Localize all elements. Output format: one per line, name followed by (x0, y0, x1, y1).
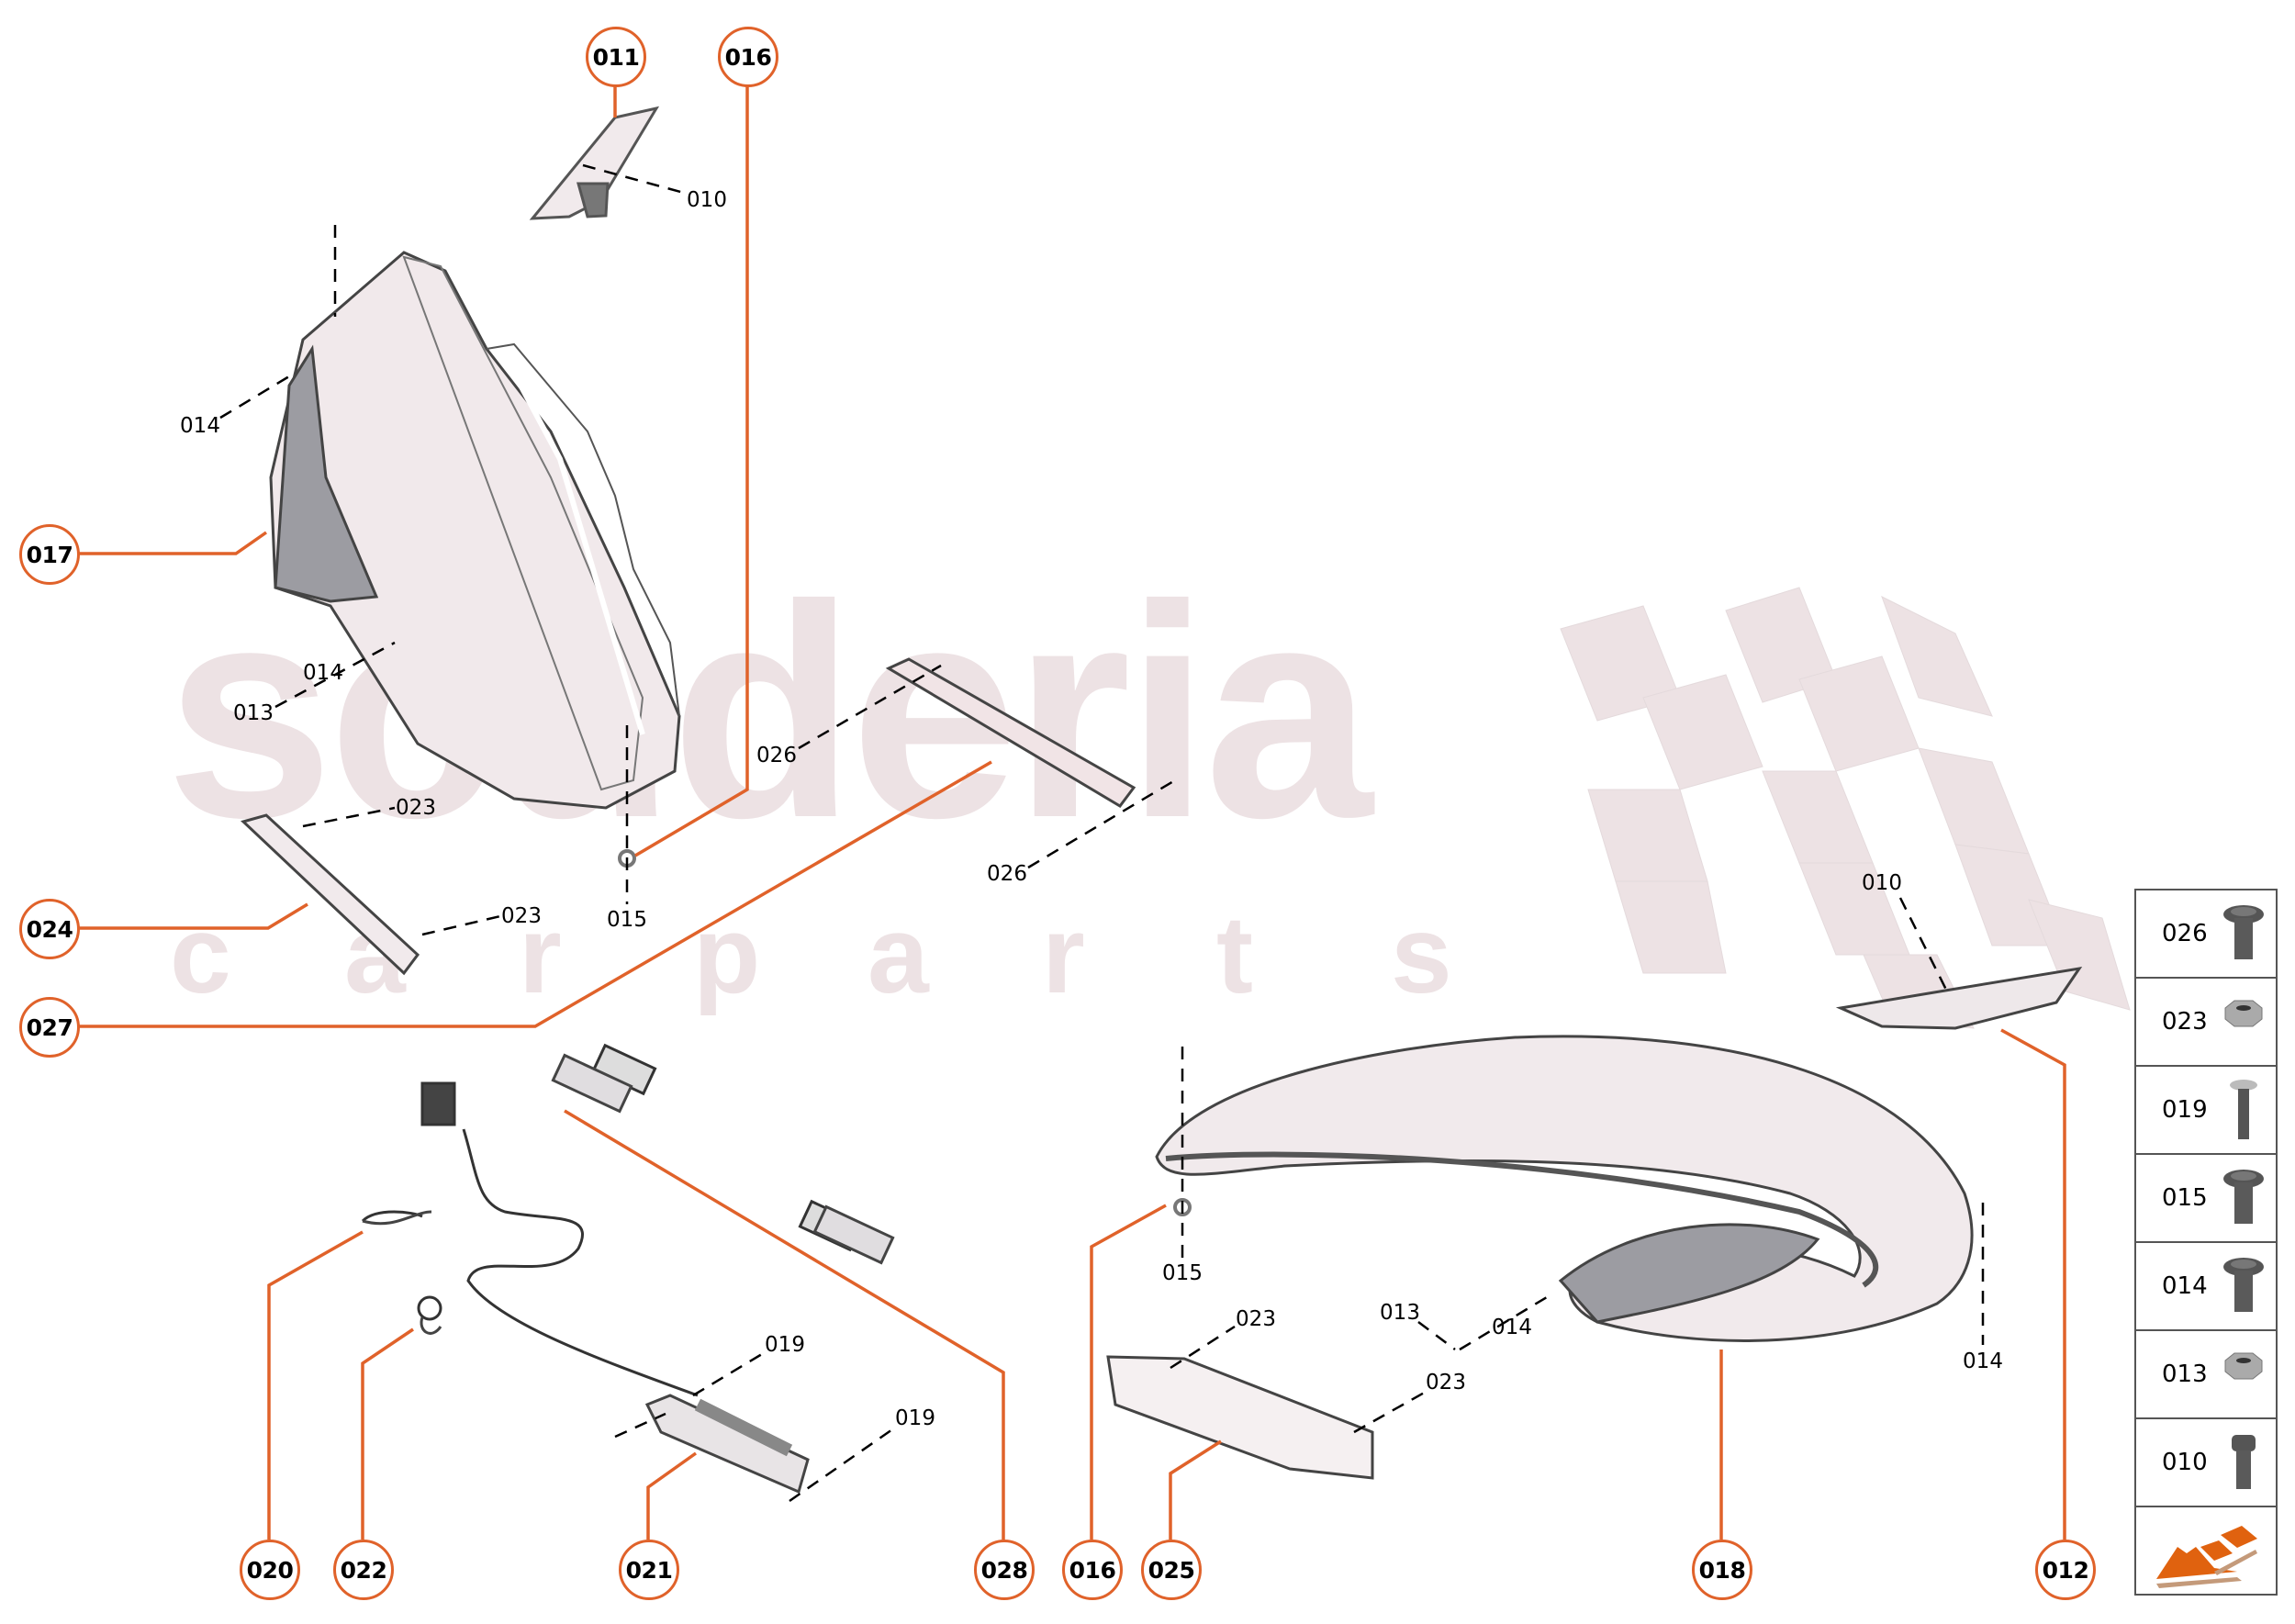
callout-016-bottom[interactable]: 016 (1062, 1540, 1123, 1600)
callout-021[interactable]: 021 (619, 1540, 679, 1600)
watermark-letter: r (519, 893, 562, 1016)
callout-016[interactable]: 016 (718, 27, 778, 87)
callout-020[interactable]: 020 (240, 1540, 300, 1600)
part-025-reflector (1106, 1355, 1374, 1480)
fastener-label: 014 (180, 414, 220, 438)
legend-item-026[interactable]: 026 (2136, 890, 2276, 979)
part-012-marker (1835, 966, 2083, 1030)
flange-screw-icon (2223, 1170, 2264, 1224)
flange-screw-icon (2223, 905, 2264, 959)
fastener-label: 010 (1862, 871, 1902, 895)
callout-022[interactable]: 022 (333, 1540, 394, 1600)
part-015-clip-right (1173, 1198, 1192, 1216)
callout-024[interactable]: 024 (19, 899, 80, 959)
fastener-label: 019 (765, 1333, 805, 1357)
long-screw-icon (2230, 1080, 2257, 1139)
part-018-headlight-right (1155, 1035, 1974, 1342)
legend-code: 010 (2162, 1449, 2208, 1476)
callout-017[interactable]: 017 (19, 524, 80, 585)
callout-027[interactable]: 027 (19, 997, 80, 1058)
legend-item-010[interactable]: 010 (2136, 1419, 2276, 1507)
callout-028[interactable]: 028 (974, 1540, 1035, 1600)
fastener-label: 023 (1236, 1307, 1276, 1331)
callout-012[interactable]: 012 (2035, 1540, 2096, 1600)
checkered-flag-watermark (1560, 587, 2131, 1029)
flange-nut-icon (2224, 1352, 2263, 1380)
callout-leaders (78, 85, 2066, 1540)
part-harness (361, 1043, 864, 1397)
watermark-letter: r (1042, 893, 1085, 1016)
legend-item-023[interactable]: 023 (2136, 979, 2276, 1067)
watermark-letter: t (1216, 893, 1253, 1016)
legend-item-019[interactable]: 019 (2136, 1067, 2276, 1155)
fastener-label: 013 (1380, 1301, 1420, 1325)
callout-025[interactable]: 025 (1141, 1540, 1202, 1600)
fastener-label: 026 (987, 862, 1027, 886)
fastener-label: 019 (895, 1406, 935, 1430)
fastener-label: 015 (607, 908, 647, 932)
watermark-letter: p (693, 893, 761, 1016)
legend-item-015[interactable]: 015 (2136, 1155, 2276, 1243)
fastener-label: 014 (1492, 1316, 1532, 1339)
part-024-reflector (241, 813, 420, 976)
direction-arrow-icon (2156, 1526, 2257, 1588)
fastener-label: 023 (501, 904, 542, 928)
legend-code: 014 (2162, 1272, 2208, 1300)
part-028-brackets (551, 1053, 895, 1265)
callout-018[interactable]: 018 (1692, 1540, 1752, 1600)
fastener-legend: 026 023 019 015 014 (2134, 889, 2278, 1596)
fastener-label: 014 (303, 661, 343, 685)
legend-code: 023 (2162, 1008, 2208, 1036)
part-027-marker (885, 657, 1136, 808)
watermark-letter: a (868, 893, 929, 1016)
fastener-label: 010 (687, 188, 727, 212)
fastener-label: 014 (1963, 1350, 2003, 1373)
part-011-bracket (529, 106, 660, 220)
part-017-headlight-left (269, 250, 681, 810)
fastener-label: 023 (396, 796, 436, 820)
part-021-led-module (644, 1394, 810, 1495)
flange-nut-icon (2224, 1000, 2263, 1027)
part-020-clip (362, 1210, 432, 1226)
watermark-letter: c (170, 893, 231, 1016)
cheese-head-screw-icon (2232, 1435, 2256, 1489)
legend-code: 015 (2162, 1184, 2208, 1212)
legend-item-013[interactable]: 013 (2136, 1331, 2276, 1419)
part-022-clip (420, 1316, 442, 1335)
watermark-letter: s (1391, 893, 1452, 1016)
callout-011[interactable]: 011 (586, 27, 646, 87)
legend-item-014[interactable]: 014 (2136, 1243, 2276, 1331)
flange-screw-icon (2223, 1258, 2264, 1312)
fastener-label: 023 (1426, 1371, 1466, 1394)
fastener-label: 013 (233, 701, 274, 725)
orange-direction-arrow-icon[interactable] (2136, 1507, 2276, 1594)
fastener-label: 026 (756, 744, 797, 767)
dashed-leaders (219, 163, 1985, 1503)
fastener-label: 015 (1162, 1261, 1203, 1285)
legend-code: 013 (2162, 1361, 2208, 1388)
legend-code: 026 (2162, 920, 2208, 947)
legend-code: 019 (2162, 1096, 2208, 1124)
